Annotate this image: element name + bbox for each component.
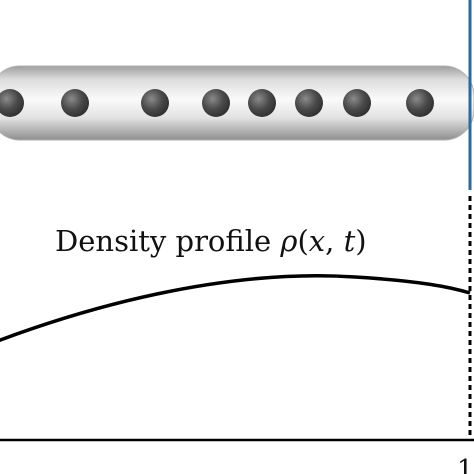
particle	[406, 89, 434, 117]
particle	[0, 89, 24, 117]
particle	[343, 89, 371, 117]
x-tick-right: 1	[457, 455, 474, 474]
particle	[295, 89, 323, 117]
density-label: Density profile ρ(x, t)	[55, 224, 367, 258]
particle	[202, 89, 230, 117]
density-curve	[0, 274, 471, 343]
particle	[141, 89, 169, 117]
particle	[61, 89, 89, 117]
particles-group	[0, 89, 434, 117]
tube	[0, 65, 474, 141]
particle	[248, 89, 276, 117]
